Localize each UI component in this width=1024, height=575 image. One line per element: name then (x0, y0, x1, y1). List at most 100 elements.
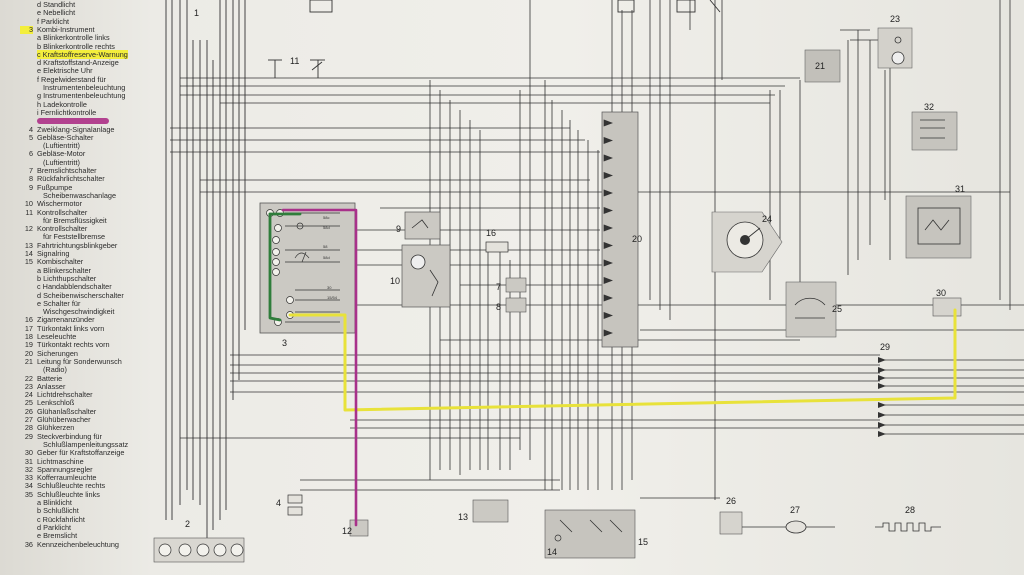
label-7: 7 (496, 282, 501, 292)
legend-item-number: 30 (24, 448, 33, 458)
legend-item-number: 22 (24, 373, 33, 383)
legend-item-text: Schlußleuchte links (37, 489, 100, 499)
legend-item: a Blinkerschalter (20, 266, 91, 275)
legend-item-text: Schlußleuchte rechts (37, 481, 106, 491)
legend-item-text: b Lichthupschalter (37, 273, 97, 283)
legend-item: (Radio) (20, 366, 67, 374)
legend-item-text: d Scheibenwischerschalter (37, 290, 124, 300)
fuse-arrow (603, 276, 613, 285)
legend-item-text: Fußpumpe (37, 182, 73, 192)
fuse-arrow (603, 311, 613, 320)
legend-item-text: d Kraftstoffstand-Anzeige (37, 58, 119, 68)
horizontal-wires (170, 29, 1024, 499)
fuse-arrow (603, 224, 613, 232)
component-brake-light-switch (505, 277, 527, 313)
component-wiper-motor (401, 244, 451, 308)
label-23: 23 (890, 14, 900, 24)
legend-item: c Handabblendschalter (20, 283, 112, 291)
legend-item: f Regelwiderstand für (20, 74, 106, 84)
legend-item-text: Schlußlampenleitungssatz (43, 439, 129, 449)
legend-item: Schlußlampenleitungssatz (20, 439, 129, 449)
legend-item: e Schalter für (20, 298, 81, 308)
component-handbrake-switch (349, 519, 369, 537)
legend-item-text: (Luftientritt) (43, 141, 80, 151)
legend-item-text: Anlasser (37, 381, 66, 391)
legend-item-text: e Schalter für (37, 298, 81, 308)
fuse-arrow (603, 136, 613, 145)
legend-item-text: Spannungsregler (37, 464, 93, 474)
legend-item-text: Kontrollschalter (37, 224, 88, 234)
svg-text:58: 58 (323, 244, 328, 249)
legend-item-text: Kombischalter (37, 257, 84, 267)
svg-text:58d: 58d (323, 255, 330, 260)
legend-item-text: Bremslichtschalter (37, 166, 97, 175)
legend-item-text: f Regelwiderstand für (37, 74, 106, 84)
connector-arrow (878, 383, 886, 389)
legend-item-text: Türkontakt links vorn (37, 323, 105, 333)
label-14: 14 (547, 547, 557, 557)
fuse-arrow (603, 294, 613, 302)
legend-item-number: 8 (28, 174, 33, 184)
legend-item-text: Wischgeschwindigkeit (43, 307, 115, 317)
component-alternator (905, 195, 972, 259)
label-2: 2 (185, 519, 190, 529)
legend-item-text: Lenkschloß (37, 398, 75, 408)
svg-text:58d: 58d (323, 225, 330, 230)
legend-item: d Parklicht (20, 523, 71, 532)
top-switch-left (309, 0, 721, 13)
component-fuse-box (601, 111, 639, 348)
label-20: 20 (632, 234, 642, 244)
label-8: 8 (496, 302, 501, 312)
connector-arrow (878, 375, 886, 381)
connector-arrow (878, 357, 886, 363)
connector-arrow (878, 367, 886, 373)
label-11: 11 (290, 56, 299, 66)
legend-item-text: Scheibenwaschanlage (43, 190, 117, 200)
legend-item-text: f Parklicht (37, 16, 70, 26)
legend-item-text: Lichtdrehschalter (37, 390, 93, 400)
fuse-arrow (603, 189, 613, 197)
legend-item: e Elektrische Uhr (20, 67, 93, 75)
legend-item: c Rückfahrlicht (20, 514, 85, 524)
legend-item-number: 19 (24, 340, 33, 350)
component-foot-pump (404, 211, 441, 240)
legend-item: (Luftientritt) (20, 158, 80, 167)
component-labels: 1 2 3 4 7 8 9 10 11 12 13 14 15 16 20 21… (185, 8, 965, 557)
legend-item-text: Batterie (37, 373, 63, 383)
legend-item-text: c Rückfahrlicht (37, 514, 85, 524)
legend-item-text: Instrumentenbeleuchtung (43, 83, 126, 92)
connector-arrow (878, 422, 886, 428)
legend-item-text: g Instrumentenbeleuchtung (37, 91, 126, 101)
legend-item-number: 32 (24, 464, 33, 474)
legend-item-number: 25 (24, 398, 33, 408)
legend-item-number: 4 (28, 124, 33, 134)
component-radio-lead (804, 49, 841, 83)
label-24: 24 (762, 214, 772, 224)
legend-item-number: 27 (24, 415, 33, 424)
legend-item-text: Rückfahrlichtschalter (37, 174, 105, 184)
legend-item-text: Kombi-Instrument (37, 24, 95, 34)
legend-item: Scheibenwaschanlage (20, 190, 117, 200)
legend-item-number: 11 (25, 207, 33, 217)
label-16: 16 (486, 228, 496, 238)
legend-item-number: 29 (24, 431, 33, 441)
legend-item-text: Zweiklang-Signalanlage (37, 124, 115, 134)
legend-item: d Scheibenwischerschalter (20, 290, 124, 300)
highlight-green-trace (268, 212, 302, 322)
label-21: 21 (815, 61, 825, 71)
legend-item-number: 17 (24, 323, 33, 333)
highlight-purple-trace (281, 208, 358, 527)
